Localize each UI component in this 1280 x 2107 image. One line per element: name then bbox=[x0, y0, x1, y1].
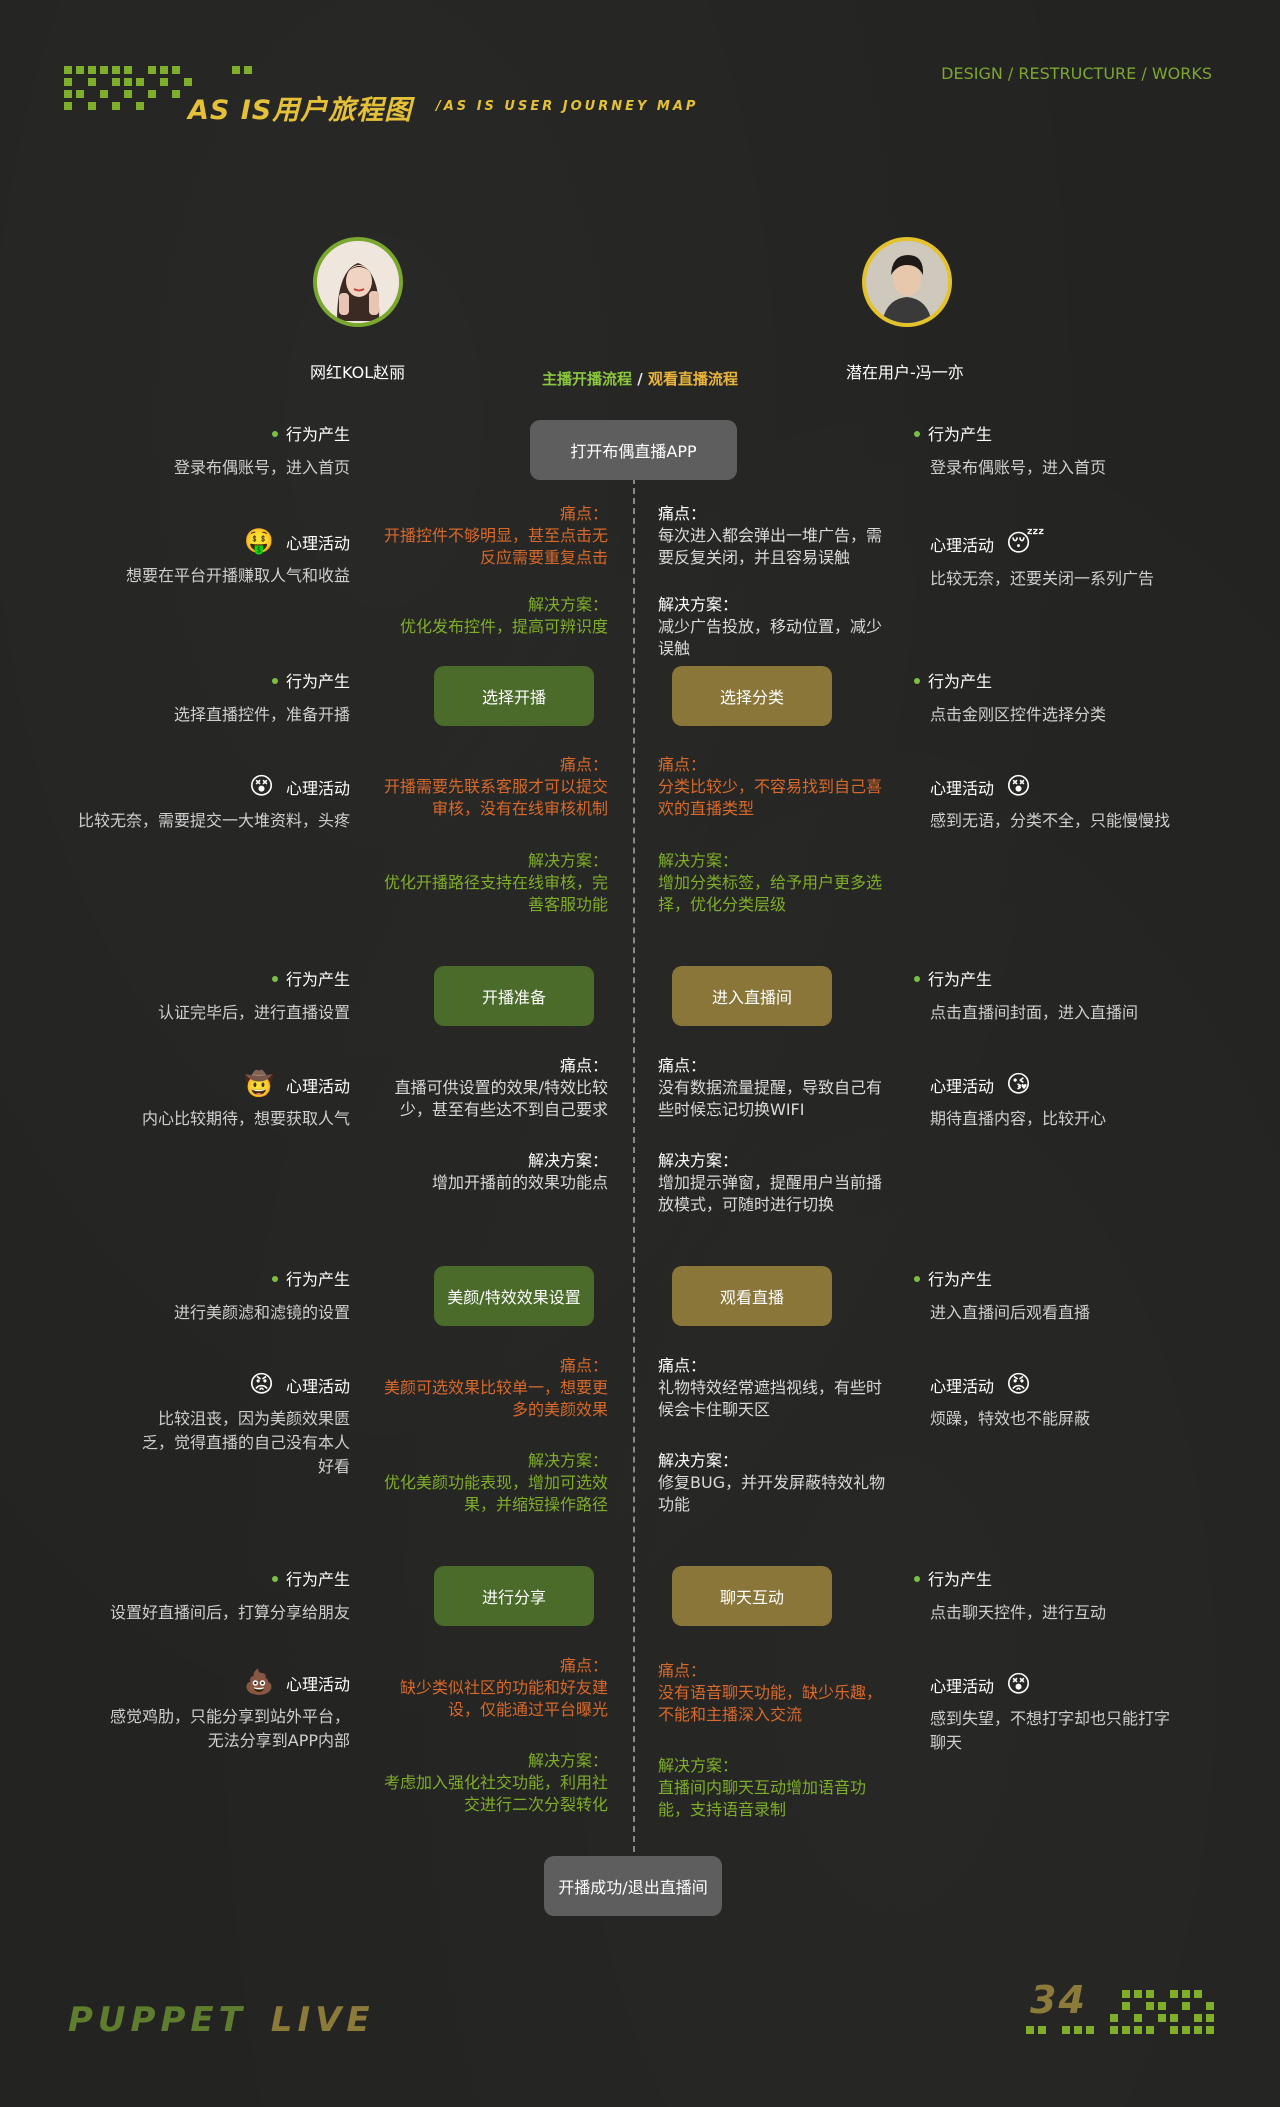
page-subtitle: /AS IS USER JOURNEY MAP bbox=[436, 99, 699, 114]
left-mind-text: 内心比较期待，想要获取人气 bbox=[141, 1109, 350, 1128]
left-solution: 解决方案：优化开播路径支持在线审核，完善客服功能 bbox=[383, 851, 608, 914]
right-solution: 解决方案：增加分类标签，给予用户更多选择，优化分类层级 bbox=[658, 851, 883, 914]
pixel-logo bbox=[64, 66, 264, 116]
left-pain: 痛点：缺少类似社区的功能和好友建设，仅能通过平台曝光 bbox=[399, 1656, 608, 1719]
step-select-broadcast[interactable]: 选择开播 bbox=[434, 666, 594, 726]
left-behavior-heading: 行为产生 bbox=[271, 1266, 350, 1290]
user-avatar bbox=[862, 237, 952, 327]
left-mind-text: 感觉鸡肋，只能分享到站外平台，无法分享到APP内部 bbox=[110, 1707, 351, 1750]
right-behavior-heading: 行为产生 bbox=[914, 668, 992, 692]
left-solution: 解决方案：考虑加入强化社交功能，利用社交进行二次分裂转化 bbox=[383, 1751, 608, 1814]
left-behavior-text: 认证完毕后，进行直播设置 bbox=[157, 1003, 350, 1022]
kol-avatar bbox=[313, 237, 403, 327]
kiss-face-icon: 😘 bbox=[1006, 1070, 1032, 1098]
breadcrumb[interactable]: DESIGN / RESTRUCTURE / WORKS bbox=[941, 64, 1212, 83]
left-behavior-heading: 行为产生 bbox=[271, 421, 350, 445]
angry-face-icon: 😡 bbox=[248, 1370, 274, 1398]
right-mind-text: 期待直播内容，比较开心 bbox=[930, 1109, 1107, 1128]
left-mind-heading: 💩心理活动 bbox=[244, 1668, 350, 1696]
step-share[interactable]: 进行分享 bbox=[434, 1566, 594, 1626]
left-mind-heading: 🤑心理活动 bbox=[244, 527, 350, 555]
right-mind-heading: 心理活动😴 bbox=[930, 529, 1045, 557]
right-pain: 痛点：礼物特效经常遮挡视线，有些时候会卡住聊天区 bbox=[658, 1356, 883, 1419]
kol-name: 网红KOL赵丽 bbox=[310, 363, 406, 382]
pixel-decoration bbox=[1022, 1990, 1222, 2040]
left-behavior-heading: 行为产生 bbox=[271, 1566, 350, 1590]
right-mind-text: 感到无语，分类不全，只能慢慢找 bbox=[930, 811, 1171, 830]
right-behavior-text: 点击金刚区控件选择分类 bbox=[930, 705, 1107, 724]
angry-face-icon: 😡 bbox=[1006, 1370, 1032, 1398]
right-behavior-heading: 行为产生 bbox=[914, 421, 992, 445]
left-pain: 痛点：美颜可选效果比较单一，想要更多的美颜效果 bbox=[383, 1356, 608, 1419]
right-mind-heading: 心理活动😵 bbox=[930, 772, 1032, 800]
left-behavior-text: 进行美颜滤和滤镜的设置 bbox=[173, 1303, 350, 1322]
right-pain: 痛点：没有语音聊天功能，缺少乐趣，不能和主播深入交流 bbox=[658, 1661, 883, 1724]
step-select-category[interactable]: 选择分类 bbox=[672, 666, 832, 726]
dizzy-face-icon: 😵 bbox=[1006, 1670, 1032, 1698]
left-mind-heading: 😵心理活动 bbox=[248, 772, 350, 800]
flow-title-sep: / bbox=[632, 370, 648, 388]
right-mind-heading: 心理活动😵 bbox=[930, 1670, 1032, 1698]
page-title: AS IS用户旅程图 bbox=[188, 95, 413, 126]
left-behavior-text: 选择直播控件，准备开播 bbox=[173, 705, 350, 724]
left-pain: 痛点：开播控件不够明显，甚至点击无反应需要重复点击 bbox=[383, 504, 608, 567]
left-mind-heading: 🤠心理活动 bbox=[244, 1070, 350, 1098]
right-pain: 痛点：每次进入都会弹出一堆广告，需要反复关闭，并且容易误触 bbox=[658, 504, 883, 567]
left-solution: 解决方案：增加开播前的效果功能点 bbox=[431, 1151, 608, 1192]
page-number: 34 bbox=[1030, 1978, 1087, 2022]
right-behavior-text: 点击直播间封面，进入直播间 bbox=[930, 1003, 1139, 1022]
flow-title-right: 观看直播流程 bbox=[647, 370, 738, 388]
flow-title: 主播开播流程 / 观看直播流程 bbox=[0, 368, 1280, 389]
left-behavior-heading: 行为产生 bbox=[271, 966, 350, 990]
left-behavior-text: 设置好直播间后，打算分享给朋友 bbox=[109, 1603, 350, 1622]
right-solution: 解决方案：增加提示弹窗，提醒用户当前播放模式，可随时进行切换 bbox=[658, 1151, 883, 1214]
step-beauty-settings[interactable]: 美颜/特效效果设置 bbox=[434, 1266, 594, 1326]
right-behavior-text: 点击聊天控件，进行互动 bbox=[930, 1603, 1107, 1622]
dizzy-face-icon: 😵 bbox=[1006, 772, 1032, 800]
right-solution: 解决方案：修复BUG，并开发屏蔽特效礼物功能 bbox=[658, 1451, 886, 1514]
left-behavior-text: 登录布偶账号，进入首页 bbox=[173, 458, 350, 477]
cowboy-face-icon: 🤠 bbox=[244, 1070, 274, 1098]
dizzy-face-icon: 😵 bbox=[248, 772, 274, 800]
money-face-icon: 🤑 bbox=[244, 527, 274, 555]
right-pain: 痛点：没有数据流量提醒，导致自己有些时候忘记切换WIFI bbox=[658, 1056, 883, 1119]
left-pain: 痛点：开播需要先联系客服才可以提交审核，没有在线审核机制 bbox=[383, 755, 608, 818]
right-mind-heading: 心理活动😘 bbox=[930, 1070, 1032, 1098]
right-pain: 痛点：分类比较少，不容易找到自己喜欢的直播类型 bbox=[658, 755, 883, 818]
step-enter-room[interactable]: 进入直播间 bbox=[672, 966, 832, 1026]
right-mind-heading: 心理活动😡 bbox=[930, 1370, 1032, 1398]
left-solution: 解决方案：优化发布控件，提高可辨识度 bbox=[399, 595, 608, 636]
flow-title-left: 主播开播流程 bbox=[542, 370, 633, 388]
right-behavior-heading: 行为产生 bbox=[914, 1266, 992, 1290]
step-open-app[interactable]: 打开布偶直播APP bbox=[530, 420, 737, 480]
user-name: 潜在用户-冯一亦 bbox=[846, 363, 964, 382]
step-chat[interactable]: 聊天互动 bbox=[672, 1566, 832, 1626]
sleepy-face-icon: 😴 bbox=[1006, 529, 1045, 557]
step-watch-live[interactable]: 观看直播 bbox=[672, 1266, 832, 1326]
right-behavior-heading: 行为产生 bbox=[914, 1566, 992, 1590]
right-behavior-text: 进入直播间后观看直播 bbox=[930, 1303, 1091, 1322]
poop-icon: 💩 bbox=[244, 1668, 274, 1696]
left-mind-text: 比较沮丧，因为美颜效果匮乏，觉得直播的自己没有本人好看 bbox=[141, 1409, 350, 1476]
left-behavior-heading: 行为产生 bbox=[271, 668, 350, 692]
left-solution: 解决方案：优化美颜功能表现，增加可选效果，并缩短操作路径 bbox=[383, 1451, 608, 1514]
right-mind-text: 感到失望，不想打字却也只能打字聊天 bbox=[930, 1709, 1171, 1752]
right-solution: 解决方案：减少广告投放，移动位置，减少误触 bbox=[658, 595, 883, 658]
left-pain: 痛点：直播可供设置的效果/特效比较少，甚至有些达不到自己要求 bbox=[394, 1056, 608, 1119]
left-mind-text: 想要在平台开播赚取人气和收益 bbox=[125, 566, 350, 585]
right-behavior-text: 登录布偶账号，进入首页 bbox=[930, 458, 1107, 477]
right-solution: 解决方案：直播间内聊天互动增加语音功能，支持语音录制 bbox=[658, 1756, 867, 1819]
timeline-divider bbox=[633, 468, 635, 1852]
step-broadcast-prep[interactable]: 开播准备 bbox=[434, 966, 594, 1026]
left-mind-text: 比较无奈，需要提交一大堆资料，头疼 bbox=[77, 811, 350, 830]
left-mind-heading: 😡心理活动 bbox=[248, 1370, 350, 1398]
right-mind-text: 比较无奈，还要关闭一系列广告 bbox=[930, 569, 1155, 588]
step-end[interactable]: 开播成功/退出直播间 bbox=[544, 1856, 722, 1916]
right-behavior-heading: 行为产生 bbox=[914, 966, 992, 990]
right-mind-text: 烦躁，特效也不能屏蔽 bbox=[930, 1409, 1091, 1428]
